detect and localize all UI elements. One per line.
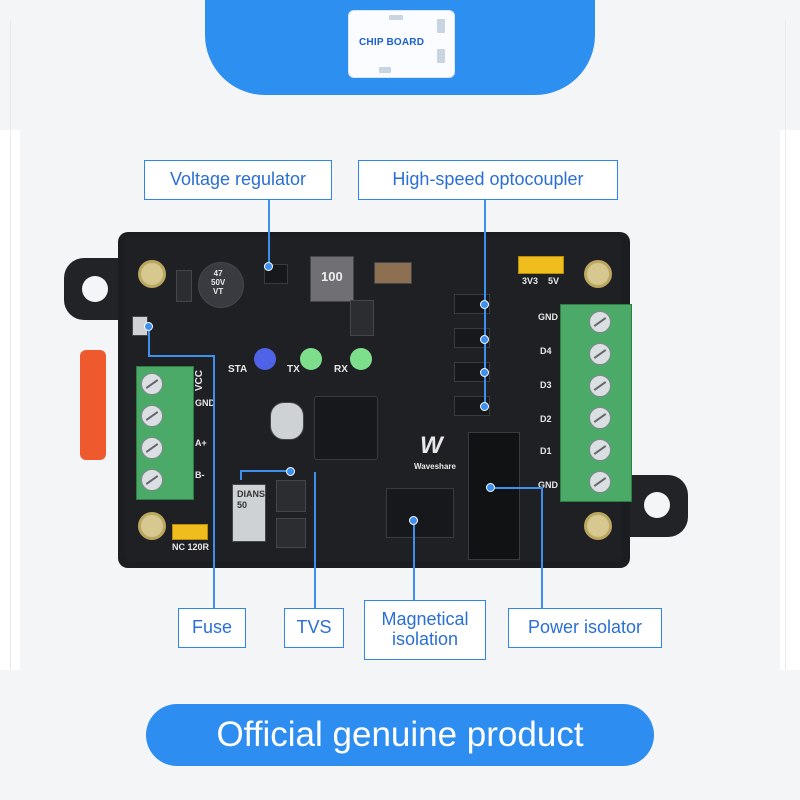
border-rule [10, 20, 11, 800]
terminal-screw [589, 311, 611, 333]
genuine-product-banner: Official genuine product [146, 704, 654, 766]
leader-dot [286, 467, 295, 476]
leader-dot [480, 335, 489, 344]
callout-fuse: Fuse [178, 608, 246, 648]
waveshare-icon: W [420, 432, 443, 459]
terminal-screw [141, 373, 163, 395]
tvs-diode [276, 480, 306, 512]
jumper-label-5v: 5V [548, 276, 560, 286]
logo-pin [379, 67, 391, 73]
callout-tvs: TVS [284, 608, 344, 648]
border-rule [785, 20, 786, 800]
terminal-screw [141, 469, 163, 491]
callout-magnetic-line2: isolation [391, 629, 459, 649]
brand-label: Waveshare [414, 462, 456, 471]
terminal-screw [589, 471, 611, 493]
terminal-screw [141, 437, 163, 459]
left-terminal-block [136, 366, 194, 500]
logo-text: CHIP BOARD [359, 37, 425, 48]
optocoupler-chip [454, 362, 490, 382]
leader-dot [480, 368, 489, 377]
logo-pin [437, 19, 445, 33]
mounting-clip [80, 350, 106, 460]
regulator [350, 300, 374, 336]
leader-dot [480, 402, 489, 411]
pin-label-gnd: GND [195, 398, 215, 408]
leader-line [413, 520, 415, 600]
pin-label-gnd-bottom: GND [538, 480, 558, 490]
mcu-chip [314, 396, 378, 460]
transceiver [276, 518, 306, 548]
jumper-label-3v3: 3V3 [522, 276, 539, 286]
terminal-screw [141, 405, 163, 427]
leader-line [240, 470, 292, 472]
terminal-screw [589, 439, 611, 461]
leader-dot [486, 483, 495, 492]
callout-optocoupler: High-speed optocoupler [358, 160, 618, 200]
leader-line [148, 326, 150, 356]
power-isolator-module [468, 432, 520, 560]
callout-power-isolator: Power isolator [508, 608, 662, 648]
resistor-array [374, 262, 412, 284]
mounting-hole [644, 492, 670, 518]
leader-dot [144, 322, 153, 331]
terminator-jumper [172, 524, 208, 540]
magnetic-isolator-chip [386, 488, 454, 538]
leader-line [314, 472, 316, 610]
pin-label-a: A+ [195, 438, 207, 448]
logo-pin [437, 49, 445, 63]
optocoupler-chip [454, 396, 490, 416]
inductor: 100 [310, 256, 354, 302]
jumper-label-120r: NC 120R [172, 542, 210, 552]
led-label-tx: TX [287, 364, 300, 375]
leader-line [541, 487, 543, 610]
leader-line [213, 355, 215, 610]
terminal-screw [589, 343, 611, 365]
pin-label-d4: D4 [540, 346, 552, 356]
callout-voltage-regulator: Voltage regulator [144, 160, 332, 200]
crystal [270, 402, 304, 440]
screw-hole [584, 512, 612, 540]
leader-line [148, 355, 214, 357]
right-terminal-block [560, 304, 632, 502]
pcb: 47 50V VT 100 3V3 5V STA TX RX [124, 236, 622, 562]
screw-hole [584, 260, 612, 288]
terminal-screw [589, 407, 611, 429]
pin-label-d2: D2 [540, 414, 552, 424]
pin-label-gnd-top: GND [538, 312, 558, 322]
callout-magnetic-isolation: Magnetical isolation [364, 600, 486, 660]
led-label-sta: STA [228, 364, 248, 375]
fuse-label: DIANS 50 [237, 489, 266, 510]
led-rx [350, 348, 372, 370]
left-pin-labels: VCC [194, 370, 205, 392]
chip-board-logo: CHIP BOARD [348, 10, 455, 78]
voltage-jumper [518, 256, 564, 274]
logo-pin [389, 15, 403, 20]
screw-hole [138, 512, 166, 540]
pin-label-b: B- [195, 470, 205, 480]
screw-hole [138, 260, 166, 288]
diode [176, 270, 192, 302]
fuse-component: DIANS 50 [232, 484, 266, 542]
capacitor-label: 47 50V VT [211, 269, 226, 296]
led-tx [300, 348, 322, 370]
mounting-hole [82, 276, 108, 302]
callout-magnetic-line1: Magnetical [381, 609, 469, 630]
led-label-rx: RX [334, 364, 348, 375]
pin-label-d3: D3 [540, 380, 552, 390]
leader-line [490, 487, 542, 489]
leader-dot [480, 300, 489, 309]
optocoupler-chip [454, 294, 490, 314]
leader-line [240, 470, 242, 480]
terminal-screw [589, 375, 611, 397]
pin-label-d1: D1 [540, 446, 552, 456]
led-sta [254, 348, 276, 370]
capacitor: 47 50V VT [198, 262, 244, 308]
leader-line [268, 196, 270, 266]
leader-dot [264, 262, 273, 271]
leader-dot [409, 516, 418, 525]
inductor-label: 100 [321, 269, 343, 284]
